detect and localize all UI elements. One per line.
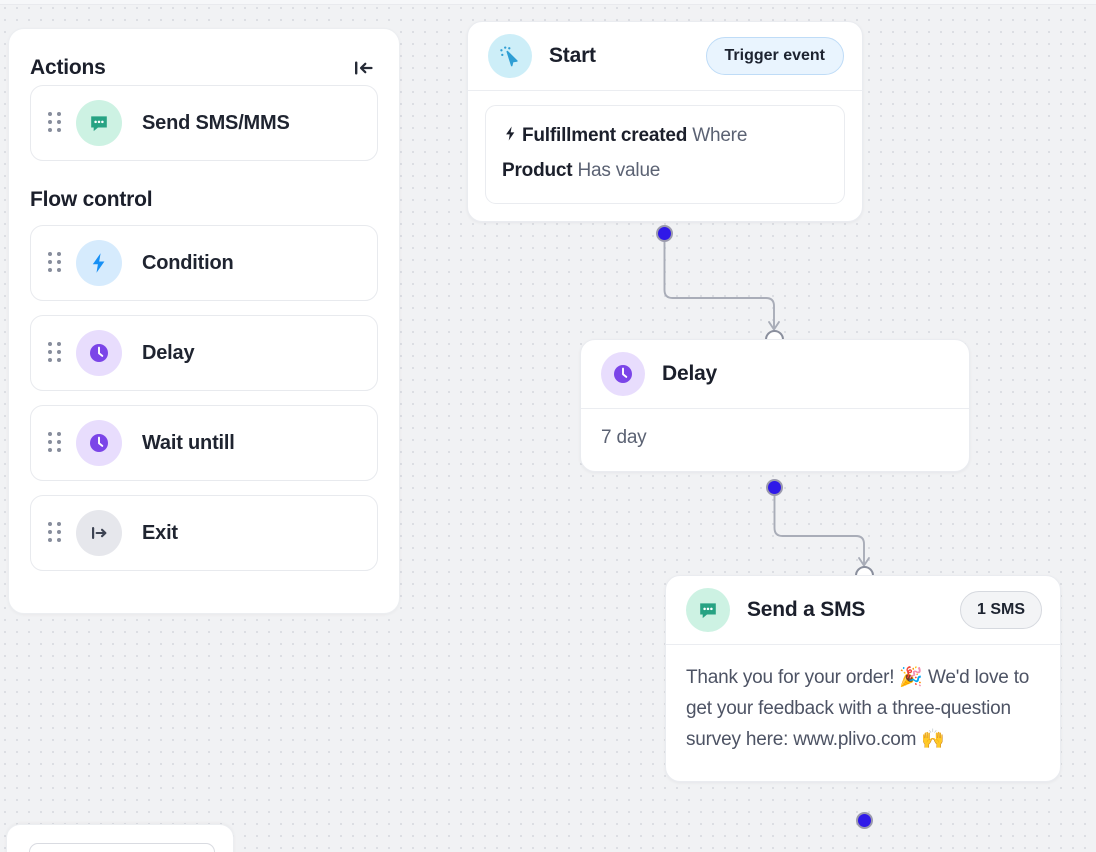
flow-node-start-body: Fulfillment created Where Product Has va…: [468, 90, 862, 221]
flow-node-delay-title: Delay: [662, 362, 718, 385]
trigger-field-name: Product: [502, 160, 573, 182]
drag-handle-icon[interactable]: [48, 432, 62, 454]
delay-node-output-port[interactable]: [766, 479, 783, 496]
tools-panel-header: Actions: [30, 51, 378, 85]
cursor-click-glyph: [500, 46, 518, 67]
collapse-left-icon[interactable]: [348, 53, 378, 83]
cursor-click-icon: [488, 34, 532, 78]
section-heading-flow-control: Flow control: [30, 188, 153, 211]
canvas-top-strip: [0, 0, 1096, 5]
tool-item-label: Exit: [142, 521, 178, 544]
trigger-operator: Has value: [577, 160, 661, 182]
trigger-where-label: Where: [692, 125, 748, 146]
sms-bubble-icon: [686, 588, 730, 632]
bottom-left-card[interactable]: [6, 824, 234, 852]
page-title: Actions: [30, 56, 106, 79]
tool-item-send-sms-mms[interactable]: Send SMS/MMS: [30, 85, 378, 161]
flow-node-start[interactable]: Start Trigger event Fulfillment created …: [467, 21, 863, 222]
tool-item-label: Send SMS/MMS: [142, 111, 290, 134]
flow-node-send-sms[interactable]: Send a SMS 1 SMS Thank you for your orde…: [665, 575, 1061, 783]
drag-handle-icon[interactable]: [48, 522, 62, 544]
trigger-condition-box[interactable]: Fulfillment created Where Product Has va…: [485, 105, 845, 204]
tool-item-label: Wait untill: [142, 431, 235, 454]
sms-count-badge[interactable]: 1 SMS: [959, 591, 1042, 629]
bolt-icon: [502, 121, 519, 154]
trigger-event-name: Fulfillment created: [522, 125, 688, 146]
clock-icon: [601, 352, 645, 396]
bolt-icon: [76, 240, 122, 286]
tool-item-exit[interactable]: Exit: [30, 495, 378, 571]
trigger-event-badge[interactable]: Trigger event: [705, 37, 844, 75]
collapse-left-glyph: [355, 61, 373, 75]
flow-node-send-sms-header: Send a SMS 1 SMS: [666, 576, 1060, 644]
drag-handle-icon[interactable]: [48, 342, 62, 364]
delay-value: 7 day: [601, 427, 647, 448]
flow-node-send-sms-title: Send a SMS: [747, 598, 866, 621]
tool-item-label: Delay: [142, 341, 195, 364]
tool-item-condition[interactable]: Condition: [30, 225, 378, 301]
tool-item-wait-untill[interactable]: Wait untill: [30, 405, 378, 481]
tools-panel: Actions Send SMS/MMS Flow control: [8, 28, 400, 614]
sms-node-output-port[interactable]: [856, 812, 873, 829]
sms-bubble-glyph: [700, 603, 716, 619]
flow-node-delay-body: 7 day: [581, 408, 969, 471]
bolt-glyph: [92, 253, 105, 273]
clock-icon: [76, 420, 122, 466]
start-node-output-port[interactable]: [656, 225, 673, 242]
flow-node-delay-header: Delay: [581, 340, 969, 408]
exit-arrow-icon: [76, 510, 122, 556]
clock-glyph: [90, 344, 108, 362]
tool-item-label: Condition: [142, 251, 234, 274]
drag-handle-icon[interactable]: [48, 252, 62, 274]
bottom-left-card-row[interactable]: [29, 843, 215, 852]
sms-bubble-icon: [76, 100, 122, 146]
exit-arrow-glyph: [92, 527, 107, 539]
drag-handle-icon[interactable]: [48, 112, 62, 134]
tool-item-delay[interactable]: Delay: [30, 315, 378, 391]
flow-node-start-header: Start Trigger event: [468, 22, 862, 90]
clock-glyph: [614, 365, 632, 383]
clock-icon: [76, 330, 122, 376]
sms-message-text: Thank you for your order! 🎉 We'd love to…: [686, 667, 1030, 750]
flow-node-delay[interactable]: Delay 7 day: [580, 339, 970, 472]
flow-node-send-sms-body: Thank you for your order! 🎉 We'd love to…: [666, 644, 1060, 781]
sms-bubble-glyph: [91, 116, 107, 132]
bolt-glyph: [506, 126, 515, 141]
clock-glyph: [90, 434, 108, 452]
flow-node-start-title: Start: [549, 44, 596, 67]
